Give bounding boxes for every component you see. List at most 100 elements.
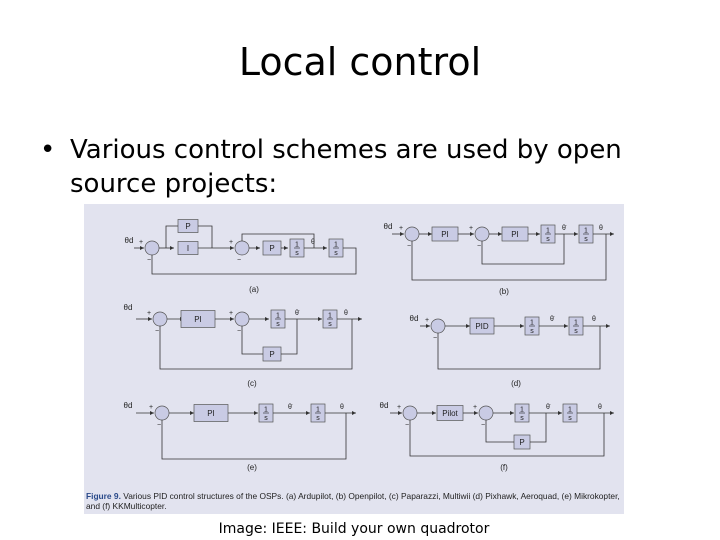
arrow-head <box>574 232 578 236</box>
arrow-head <box>426 324 430 328</box>
int-f1-num: 1 <box>520 407 524 414</box>
plus-sign: + <box>399 225 403 232</box>
minus-sign: − <box>405 422 409 429</box>
plus-sign: + <box>229 310 233 317</box>
sum-c2 <box>234 311 250 327</box>
signal-line <box>409 413 605 457</box>
theta-d-out: θ <box>592 316 596 323</box>
signal-line <box>485 420 514 443</box>
theta-d-label: θd <box>125 236 134 245</box>
theta-f: θ <box>598 404 602 411</box>
signal-line <box>161 413 347 460</box>
minus-sign: − <box>157 422 161 429</box>
theta-dot-f: θ̇ <box>546 404 551 411</box>
caption-text: Various PID control structures of the OS… <box>86 491 620 511</box>
int-f2-num: 1 <box>568 407 572 414</box>
arrow-head <box>256 246 260 250</box>
arrow-head <box>265 317 269 321</box>
int-f2-den: s <box>568 415 572 422</box>
int-a1-den: s <box>295 250 299 257</box>
slide-title: Local control <box>238 40 482 84</box>
arrow-head <box>150 411 154 415</box>
signal-line <box>437 326 601 370</box>
panel-label-d: (d) <box>511 379 521 388</box>
arrow-head <box>610 232 614 236</box>
plus-sign: + <box>147 310 151 317</box>
arrow-head <box>148 317 152 321</box>
panel-label-a: (a) <box>249 285 259 294</box>
theta-c: θ <box>344 310 348 317</box>
theta-d-label: θd <box>384 222 393 231</box>
plus-sign: + <box>139 239 143 246</box>
minus-sign: − <box>481 422 485 429</box>
sum-e1 <box>154 405 170 421</box>
arrow-head <box>610 411 614 415</box>
panel-label-c: (c) <box>247 379 257 388</box>
p-block-a2-label: P <box>269 244 274 253</box>
image-credit: Image: IEEE: Build your own quadrotor <box>218 521 490 537</box>
signal-line <box>411 234 607 281</box>
sum-f1 <box>402 405 418 421</box>
pi-block-b1-label: PI <box>441 230 449 239</box>
int-e1-den: s <box>264 415 268 422</box>
arrow-head <box>498 232 502 236</box>
arrow-head <box>140 246 144 250</box>
theta-d-label: θd <box>410 314 419 323</box>
minus-sign: − <box>237 257 241 264</box>
int-d1-num: 1 <box>530 320 534 327</box>
arrow-head <box>428 232 432 236</box>
p-block-a1-label: P <box>185 222 190 231</box>
sum-b2 <box>474 226 490 242</box>
plus-sign: + <box>397 404 401 411</box>
caption-label: Figure 9. <box>86 491 121 501</box>
int-c1-num: 1 <box>276 313 280 320</box>
plus-sign: + <box>469 225 473 232</box>
arrow-head <box>190 411 194 415</box>
minus-sign: − <box>407 243 411 250</box>
sum-a1 <box>144 240 160 256</box>
arrow-head <box>170 246 174 250</box>
arrow-head <box>474 411 478 415</box>
signal-line <box>241 233 315 248</box>
int-a2-num: 1 <box>334 242 338 249</box>
sum-f2 <box>478 405 494 421</box>
theta-d-label: θd <box>124 401 133 410</box>
signal-line <box>165 225 178 248</box>
arrow-head <box>358 317 362 321</box>
arrow-head <box>520 324 524 328</box>
theta-dot-d: θ̇ <box>550 316 555 323</box>
int-c2-den: s <box>328 321 332 328</box>
panel-label-f: (f) <box>500 463 508 472</box>
int-b1-den: s <box>546 236 550 243</box>
p-block-f-label: P <box>519 438 524 447</box>
int-c1-den: s <box>276 321 280 328</box>
arrow-head <box>510 411 514 415</box>
bullet-dot: • <box>40 135 56 165</box>
theta-d-label: θd <box>380 401 389 410</box>
sum-a2 <box>234 240 250 256</box>
arrow-head <box>323 246 327 250</box>
int-b2-den: s <box>584 236 588 243</box>
pilot-block-f-label: Pilot <box>442 409 458 418</box>
theta-d-label: θd <box>124 303 133 312</box>
int-e2-num: 1 <box>316 407 320 414</box>
int-e2-den: s <box>316 415 320 422</box>
theta-dot-e: θ̇ <box>288 404 293 411</box>
int-f1-den: s <box>520 415 524 422</box>
arrow-head <box>606 324 610 328</box>
arrow-head <box>536 232 540 236</box>
minus-sign: − <box>477 243 481 250</box>
int-c2-num: 1 <box>328 313 332 320</box>
signal-line <box>151 247 357 275</box>
sum-b1 <box>404 226 420 242</box>
int-b1-num: 1 <box>546 228 550 235</box>
bullet-text: Various control schemes are used by open… <box>70 135 622 199</box>
arrow-head <box>230 246 234 250</box>
sum-d1 <box>430 318 446 334</box>
arrow-head <box>400 232 404 236</box>
theta-dot-a: θ <box>311 239 315 246</box>
arrow-head <box>470 232 474 236</box>
minus-sign: − <box>433 335 437 342</box>
plus-sign: + <box>425 317 429 324</box>
